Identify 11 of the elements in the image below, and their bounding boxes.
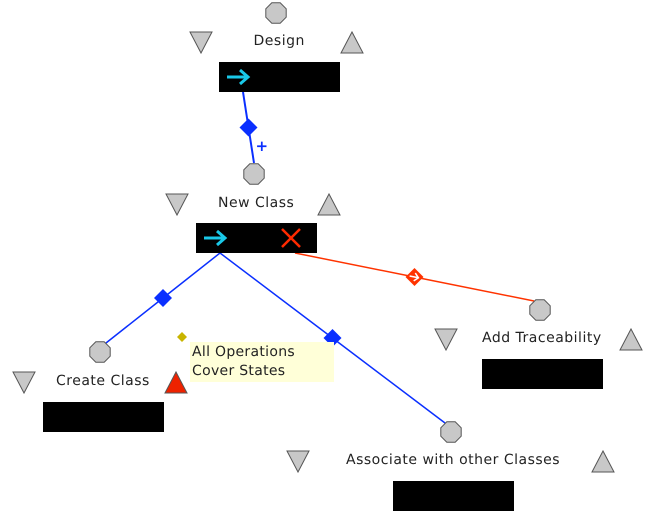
connector <box>242 92 255 164</box>
edge-label: + <box>256 138 268 154</box>
connector <box>294 252 534 302</box>
task-name: Design <box>254 32 305 50</box>
connector <box>106 252 220 344</box>
note-text: All Operations Cover States <box>190 342 334 382</box>
task-name: New Class <box>218 194 294 212</box>
task-name: Associate with other Classes <box>346 451 560 469</box>
task-name: Add Traceability <box>482 329 602 347</box>
task-name: Create Class <box>56 372 150 390</box>
connector <box>220 252 446 424</box>
